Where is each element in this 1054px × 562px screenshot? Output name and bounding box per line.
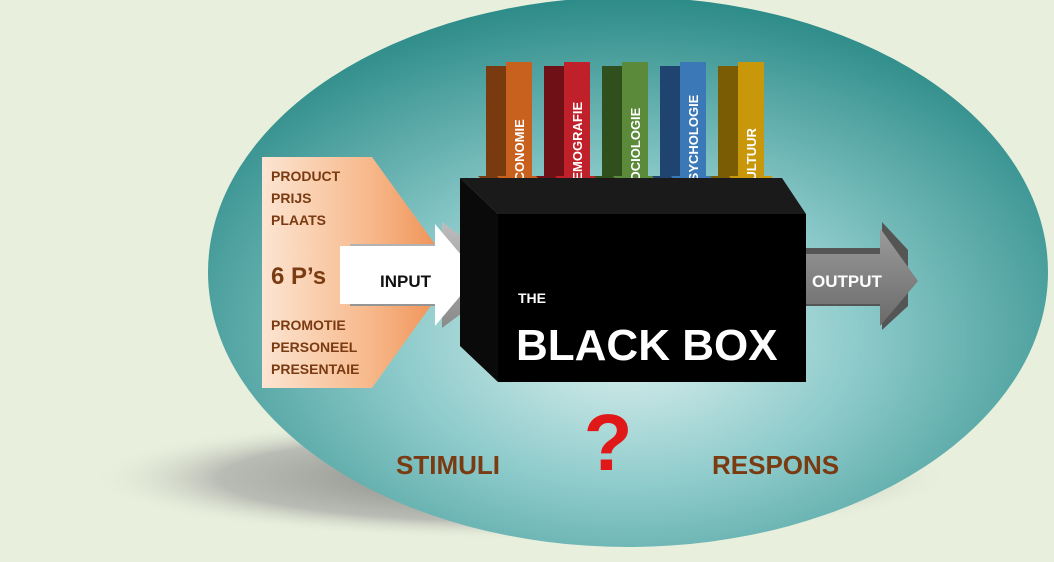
- output-label: OUTPUT: [812, 272, 883, 291]
- factor-label: CULTUUR: [744, 128, 759, 190]
- factor-arrows: ECONOMIE DEMOGRAFIE SOCIOLOGIE PSYCHOLOGIE C…: [478, 62, 773, 202]
- mix-item-personeel: PERSONEEL: [271, 339, 358, 355]
- mix-item-prijs: PRIJS: [271, 190, 311, 206]
- factor-arrow-body: [497, 62, 541, 202]
- factor-arrow-cultuur: CULTUUR: [710, 62, 773, 202]
- factor-arrow-economie: ECONOMIE: [478, 62, 541, 202]
- respons-label: RESPONS: [712, 450, 839, 480]
- mix-item-presentaie: PRESENTAIE: [271, 361, 359, 377]
- black-box-side: [460, 178, 498, 382]
- factor-arrow-body: [671, 62, 715, 202]
- factor-arrow-body: [729, 62, 773, 202]
- factor-label: DEMOGRAFIE: [570, 102, 585, 190]
- mix-item-product: PRODUCT: [271, 168, 341, 184]
- factor-label: PSYCHOLOGIE: [686, 94, 701, 190]
- black-box-top: [460, 178, 806, 214]
- question-mark: ?: [584, 398, 633, 487]
- factor-arrow-sociologie: SOCIOLOGIE: [594, 62, 657, 202]
- box-small-title: THE: [518, 290, 546, 306]
- factor-label: SOCIOLOGIE: [628, 107, 643, 190]
- black-box-front: [498, 214, 806, 382]
- factor-arrow-demografie: DEMOGRAFIE: [536, 62, 599, 202]
- black-box: [460, 178, 806, 382]
- stimuli-label: STIMULI: [396, 450, 500, 480]
- mix-item-plaats: PLAATS: [271, 212, 326, 228]
- input-label: INPUT: [380, 272, 432, 291]
- box-title: BLACK BOX: [516, 321, 778, 370]
- factor-arrow-body: [613, 62, 657, 202]
- factor-arrow-body: [555, 62, 599, 202]
- factor-arrow-psychologie: PSYCHOLOGIE: [652, 62, 715, 202]
- input-arrow: [340, 222, 478, 328]
- output-arrow: [800, 222, 918, 330]
- mix-item-promotie: PROMOTIE: [271, 317, 346, 333]
- factor-label: ECONOMIE: [512, 119, 527, 190]
- mix-center-label: 6 P’s: [271, 263, 326, 290]
